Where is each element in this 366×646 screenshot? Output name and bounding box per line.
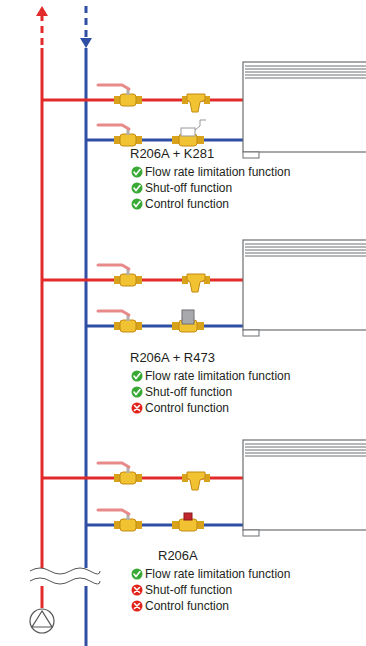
function-label: Flow rate limitation function (145, 165, 290, 179)
function-label: Control function (145, 197, 229, 211)
radiator (243, 62, 366, 158)
model-label: R206A (158, 548, 198, 563)
function-label: Control function (145, 599, 229, 613)
function-label: Flow rate limitation function (145, 567, 290, 581)
function-label: Shut-off function (145, 181, 232, 195)
check-icon (132, 167, 143, 178)
model-label: R206A + K281 (130, 146, 214, 161)
radiator (243, 240, 366, 336)
cross-icon (132, 403, 143, 414)
function-label: Control function (145, 401, 229, 415)
function-label: Shut-off function (145, 583, 232, 597)
check-icon (132, 199, 143, 210)
cross-icon (132, 585, 143, 596)
check-icon (132, 183, 143, 194)
function-label: Shut-off function (145, 385, 232, 399)
check-icon (132, 569, 143, 580)
function-label: Flow rate limitation function (145, 369, 290, 383)
check-icon (132, 371, 143, 382)
cross-icon (132, 601, 143, 612)
model-label: R206A + R473 (130, 350, 215, 365)
check-icon (132, 387, 143, 398)
radiator (243, 440, 366, 536)
